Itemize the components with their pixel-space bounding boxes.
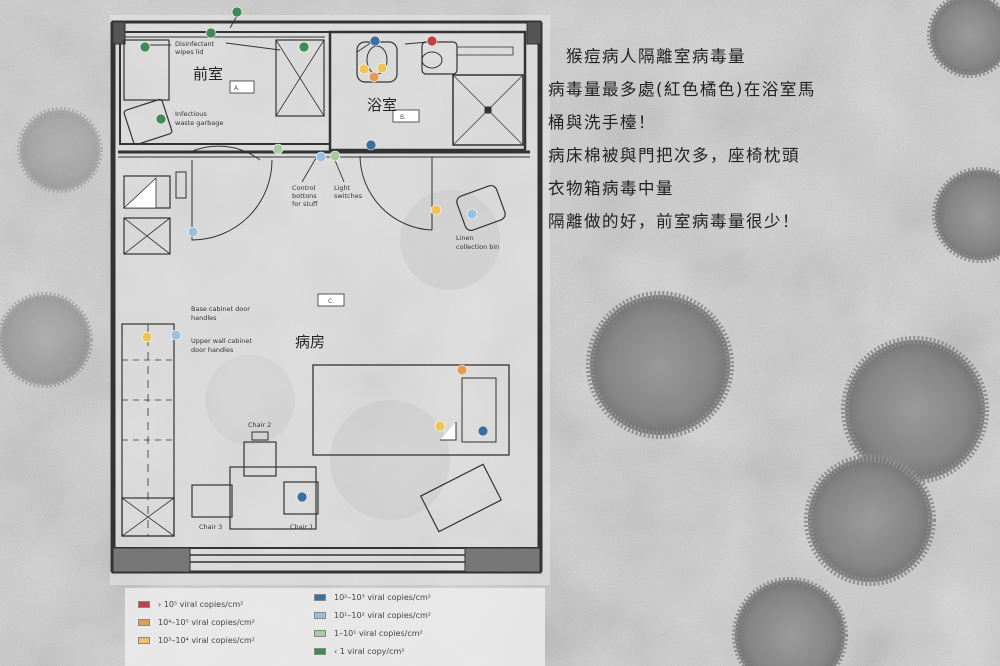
sample-point-p19 — [170, 329, 182, 341]
sample-point-p06 — [369, 35, 381, 47]
notes-line-5: 隔離做的好，前室病毒量很少！ — [548, 212, 800, 231]
label-control-2: bottons — [292, 192, 317, 200]
viral-load-legend: › 10⁵ viral copies/cm² 10⁴–10⁵ viral cop… — [138, 590, 538, 660]
sample-point-p17 — [187, 226, 199, 238]
sample-point-p23 — [296, 491, 308, 503]
findings-notes: 猴痘病人隔離室病毒量 病毒量最多處(紅色橘色)在浴室馬 桶與洗手檯！ 病床棉被與… — [548, 40, 878, 238]
room-code-c: C. — [328, 298, 334, 305]
anteroom-furniture — [123, 39, 325, 161]
bathroom-fixtures — [356, 41, 524, 231]
legend-label: 10²–10³ viral copies/cm² — [334, 592, 432, 602]
notes-title: 猴痘病人隔離室病毒量 — [566, 47, 746, 66]
legend-label: 1–10¹ viral copies/cm² — [334, 628, 423, 638]
room-label-bathroom: 浴室 — [367, 96, 397, 114]
legend-label: › 10⁵ viral copies/cm² — [158, 599, 244, 609]
legend-label: 10¹–10² viral copies/cm² — [334, 610, 432, 620]
legend-swatch — [138, 636, 150, 644]
sample-point-p09 — [376, 62, 388, 74]
label-base-cabinet-2: handles — [191, 314, 217, 322]
sample-point-p07 — [426, 35, 438, 47]
sample-point-p16 — [466, 208, 478, 220]
sample-point-p20 — [456, 364, 468, 376]
sample-point-p21 — [434, 420, 446, 432]
sample-point-p12 — [272, 143, 284, 155]
legend-swatch — [314, 629, 326, 637]
legend-swatch — [138, 600, 150, 608]
notes-line-2: 桶與洗手檯！ — [548, 113, 656, 132]
sample-point-p08 — [358, 63, 370, 75]
legend-backdrop — [125, 588, 545, 666]
label-linen-1: Linen — [456, 234, 474, 242]
notes-line-1: 病毒量最多處(紅色橘色)在浴室馬 — [548, 80, 816, 99]
room-label-anteroom: 前室 — [193, 65, 223, 83]
legend-swatch — [314, 593, 326, 601]
label-switches-2: switches — [334, 192, 363, 200]
label-switches-1: Light — [334, 184, 351, 192]
sample-point-p10 — [368, 71, 380, 83]
sample-point-p14 — [329, 150, 341, 162]
label-disinfectant-2: wipes lid — [175, 48, 203, 56]
label-waste-1: Infectious — [175, 110, 207, 118]
sample-point-p03 — [205, 27, 217, 39]
annotation-leaders — [150, 13, 429, 183]
legend-item-4to5: 10⁴–10⁵ viral copies/cm² — [138, 616, 255, 628]
legend-swatch — [138, 618, 150, 626]
legend-item-0to1: 1–10¹ viral copies/cm² — [314, 627, 423, 639]
legend-item-lt1: ‹ 1 viral copy/cm² — [314, 645, 405, 657]
sample-point-p02 — [231, 6, 243, 18]
sample-point-p13 — [315, 151, 327, 163]
legend-label: 10⁴–10⁵ viral copies/cm² — [158, 617, 256, 627]
legend-item-2to3: 10²–10³ viral copies/cm² — [314, 591, 431, 603]
legend-item-3to4: 10³–10⁴ viral copies/cm² — [138, 634, 255, 646]
label-upper-cabinet-1: Upper wall cabinet — [191, 337, 252, 345]
legend-item-gt5: › 10⁵ viral copies/cm² — [138, 598, 243, 610]
plan-labels: 前室 浴室 病房 A. B. C. Disinfectant wipes lid… — [175, 40, 499, 531]
label-chair-1: Chair 1 — [290, 523, 313, 531]
viral-sample-points — [139, 6, 489, 503]
ward-furniture — [121, 159, 510, 537]
legend-swatch — [314, 647, 326, 655]
room-code-a: A. — [234, 85, 240, 92]
notes-line-3: 病床棉被與門把次多，座椅枕頭 — [548, 146, 800, 165]
sample-point-p04 — [298, 41, 310, 53]
sample-point-p18 — [141, 331, 153, 343]
sample-point-p05 — [155, 113, 167, 125]
sample-point-p11 — [365, 139, 377, 151]
legend-label: 10³–10⁴ viral copies/cm² — [158, 635, 256, 645]
label-upper-cabinet-2: door handles — [191, 346, 234, 354]
label-disinfectant-1: Disinfectant — [175, 40, 215, 48]
sample-point-p15 — [430, 204, 442, 216]
label-chair-3: Chair 3 — [199, 523, 222, 531]
label-waste-2: waste garbage — [175, 119, 223, 127]
sample-point-p01 — [139, 41, 151, 53]
legend-label: ‹ 1 viral copy/cm² — [334, 646, 405, 656]
legend-swatch — [314, 611, 326, 619]
walls — [110, 20, 543, 574]
label-linen-2: collection bin — [456, 243, 499, 251]
room-label-ward: 病房 — [295, 333, 325, 351]
label-base-cabinet-1: Base cabinet door — [191, 305, 250, 313]
label-chair-2: Chair 2 — [248, 421, 271, 429]
notes-line-4: 衣物箱病毒中量 — [548, 179, 674, 198]
label-control-3: for stuff — [292, 200, 318, 208]
label-control-1: Control — [292, 184, 316, 192]
legend-item-1to2: 10¹–10² viral copies/cm² — [314, 609, 431, 621]
sample-point-p22 — [477, 425, 489, 437]
room-code-b: B. — [400, 114, 406, 121]
